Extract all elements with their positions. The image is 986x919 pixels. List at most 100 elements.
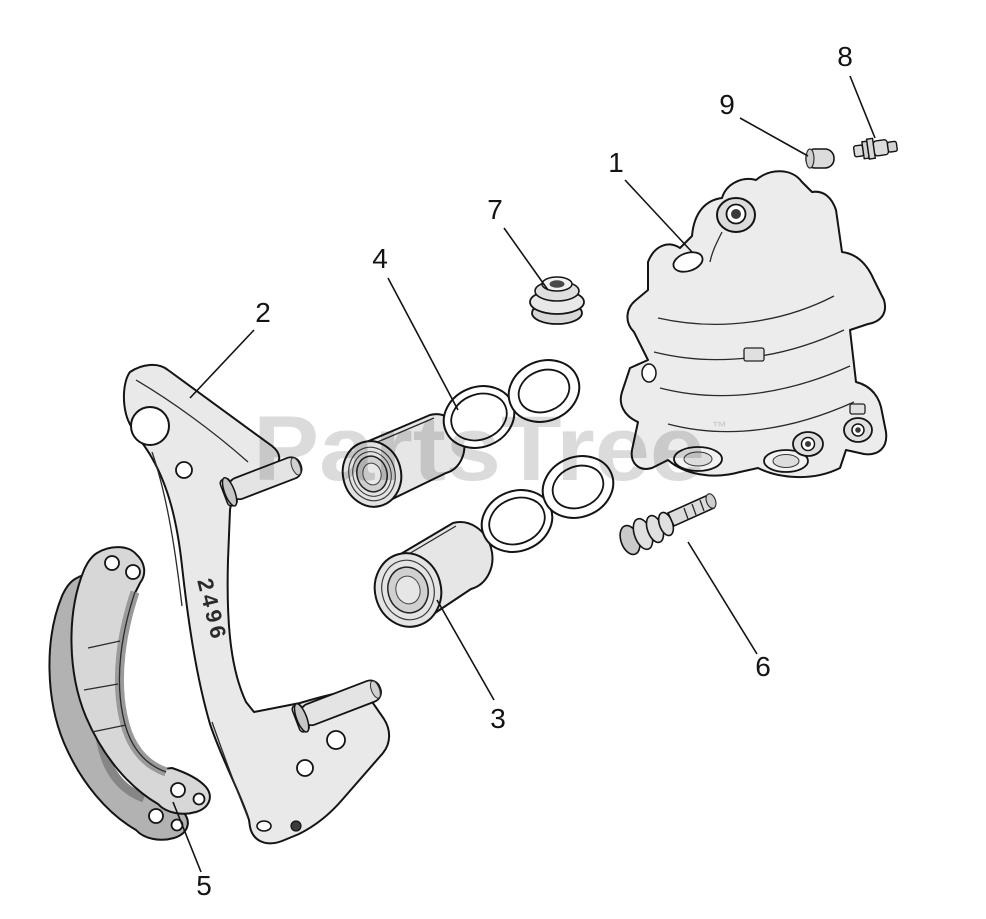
bracket-mount-hole-large [130,406,170,446]
caliper-lug-hole-center [805,441,811,447]
pin-tip [290,457,302,476]
plug-part [805,148,835,169]
callout-2-number: 2 [255,297,271,328]
callout-5-number: 5 [196,870,212,901]
pin-tip [369,680,381,699]
callout-6: 6 [687,541,771,682]
bracket-plate-edge-line [135,379,249,463]
bolt-tip [705,493,717,509]
watermark-trademark-symbol: ™ [712,419,727,436]
caliper-rib-line [659,365,851,397]
bracket-tab-hole [256,820,272,832]
caliper-rib-line [657,295,835,325]
o-ring-inner [517,368,571,414]
bracket-mount-hole-small [175,461,193,479]
bracket-foot-hole [296,759,314,777]
dust-boot-part [529,276,585,325]
bleeder-screw-part [852,137,898,160]
caliper-rib-line [667,401,855,433]
pad-backing-plate [70,546,211,815]
bracket-foot-edge-line [211,721,249,819]
piston-bore-inner [395,575,421,605]
bushing-thread-ring [348,446,396,502]
caliper-bottom-bore-inner [772,454,800,468]
caliper-top-ear-hole [731,209,741,219]
caliper-bottom-bore-inner [683,451,713,467]
pad-notch-line [87,640,121,649]
caliper-lug-hole-center [855,427,861,433]
callout-6-number: 6 [755,651,771,682]
bolt-thread-line [699,499,705,512]
callout-9-leader [739,117,809,157]
caliper-notch [641,363,657,383]
callouts: 1 2 3 4 5 6 7 8 [172,41,876,901]
o-ring-inner [450,392,508,442]
callout-5: 5 [172,801,212,901]
callout-8-number: 8 [837,41,853,72]
bushing-bore-inner [362,462,382,486]
caliper-detail-rect [743,347,765,362]
pad-notch-line [91,724,127,733]
pad-ear-hole [125,564,141,580]
callout-9-number: 9 [719,89,735,120]
callout-5-leader [172,801,202,873]
bleeder-end [886,140,898,153]
callout-1-number: 1 [608,147,624,178]
pad-ear-hole [104,555,120,571]
callout-1: 1 [608,147,693,253]
callout-8: 8 [837,41,876,139]
pad-ear-hole [192,792,206,806]
pad-notch-line [83,683,119,691]
o-ring-seals-part [442,359,615,553]
callout-3-number: 3 [490,703,506,734]
piston-part [373,521,494,628]
callout-4-leader [387,277,459,411]
bracket-arm-edge-line [151,451,183,607]
guide-bolt-part [619,493,717,556]
mounting-bracket-part: 2496 [122,364,391,845]
bleeder-body [872,139,890,157]
callout-2-leader [189,329,255,399]
caliper-ear-joint-line [709,231,723,263]
pad-ear-hole [148,808,164,824]
callout-7-leader [503,227,549,291]
caliper-window [672,251,704,273]
bracket-foot-hole-dark [290,820,302,832]
caliper-detail-rect [849,403,866,415]
o-ring-inner [488,496,546,546]
brake-pads-part [48,546,211,841]
o-ring-2 [507,359,581,423]
o-ring-3 [480,489,554,553]
bushing-seam-line [367,417,435,447]
plug-end-face [805,148,815,169]
watermark-text: PartsTree [253,398,705,500]
bolt-thread-line [683,507,689,520]
pin-base-washer [221,476,238,507]
callout-3: 3 [436,599,506,734]
pad-friction-line [118,591,167,773]
callout-9: 9 [719,89,809,157]
pin-base-washer [293,702,310,733]
guide-pin-upper [219,456,303,507]
guide-pin-lower [291,679,382,733]
callout-4: 4 [372,243,459,411]
callout-7-number: 7 [487,194,503,225]
boot-hole [549,280,565,288]
piston-rim-ring [381,559,435,621]
watermark: PartsTree ™ [253,398,727,500]
o-ring-inner [551,464,605,510]
callout-4-number: 4 [372,243,388,274]
callout-1-leader [624,179,693,253]
callout-3-leader [436,599,495,701]
o-ring-1 [442,385,516,449]
callout-8-leader [849,75,876,139]
o-ring-4 [541,455,615,519]
bolt-thread-line [691,503,697,516]
bushing-thread-ring [352,451,392,497]
callout-6-leader [687,541,758,655]
callout-2: 2 [189,297,271,399]
callout-7: 7 [487,194,549,291]
pad-ear-hole [170,782,186,798]
